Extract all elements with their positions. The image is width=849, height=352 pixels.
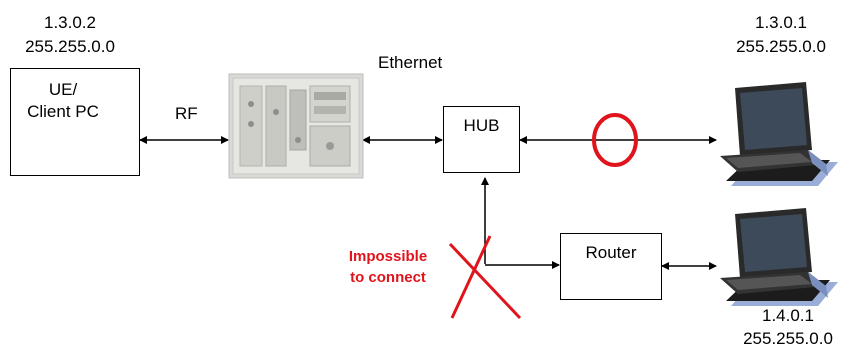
ethernet-label: Ethernet [378,53,443,72]
hub-label: HUB [463,116,500,135]
rf-label: RF [175,104,198,123]
test-instrument-image [228,73,364,179]
ue-label-line2: Client PC [27,102,99,121]
top-laptop-ip: 1.3.0.1 [755,13,807,32]
warning-line2: to connect [350,269,426,286]
ue-subnet-mask: 255.255.0.0 [25,37,115,56]
bottom-laptop-ip: 1.4.0.1 [762,306,814,325]
hub-box: HUB [443,106,520,173]
router-label: Router [585,243,637,262]
ue-label-line1: UE/ [48,80,78,99]
red-x-stroke-1 [448,242,522,320]
ue-client-pc-box: UE/ Client PC [10,68,140,176]
bottom-laptop-mask: 255.255.0.0 [743,329,833,348]
warning-line1: Impossible [348,248,428,265]
highlight-circle [592,113,638,167]
router-box: Router [560,233,662,300]
red-x-stroke-2 [450,235,492,319]
ue-ip-address: 1.3.0.2 [44,13,96,32]
top-laptop-image [720,82,838,186]
top-laptop-mask: 255.255.0.0 [736,37,826,56]
bottom-laptop-image [720,208,838,306]
